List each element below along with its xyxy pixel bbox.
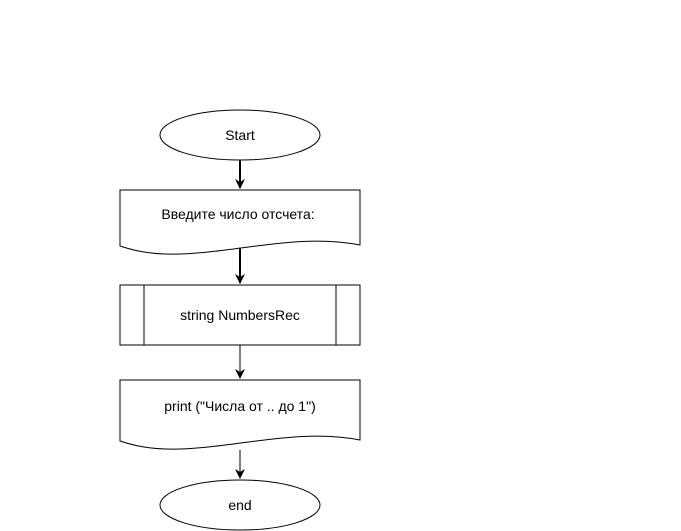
input-document-shape (119, 189, 361, 255)
output-label: print ("Числа от .. до 1") (164, 398, 315, 414)
end-label: end (228, 497, 251, 513)
subroutine-label: string NumbersRec (180, 307, 300, 323)
end-ellipse (159, 479, 321, 531)
output-document-shape (119, 379, 361, 450)
start-node: Start (159, 109, 321, 161)
end-node: end (159, 479, 321, 531)
input-label: Введите число отсчета: (161, 206, 314, 222)
subroutine-rect (119, 284, 361, 346)
start-label: Start (225, 127, 255, 143)
subroutine-node: string NumbersRec (119, 284, 361, 346)
start-ellipse (159, 109, 321, 161)
input-node: Введите число отсчета: (119, 189, 361, 255)
output-node: print ("Числа от .. до 1") (119, 379, 361, 450)
